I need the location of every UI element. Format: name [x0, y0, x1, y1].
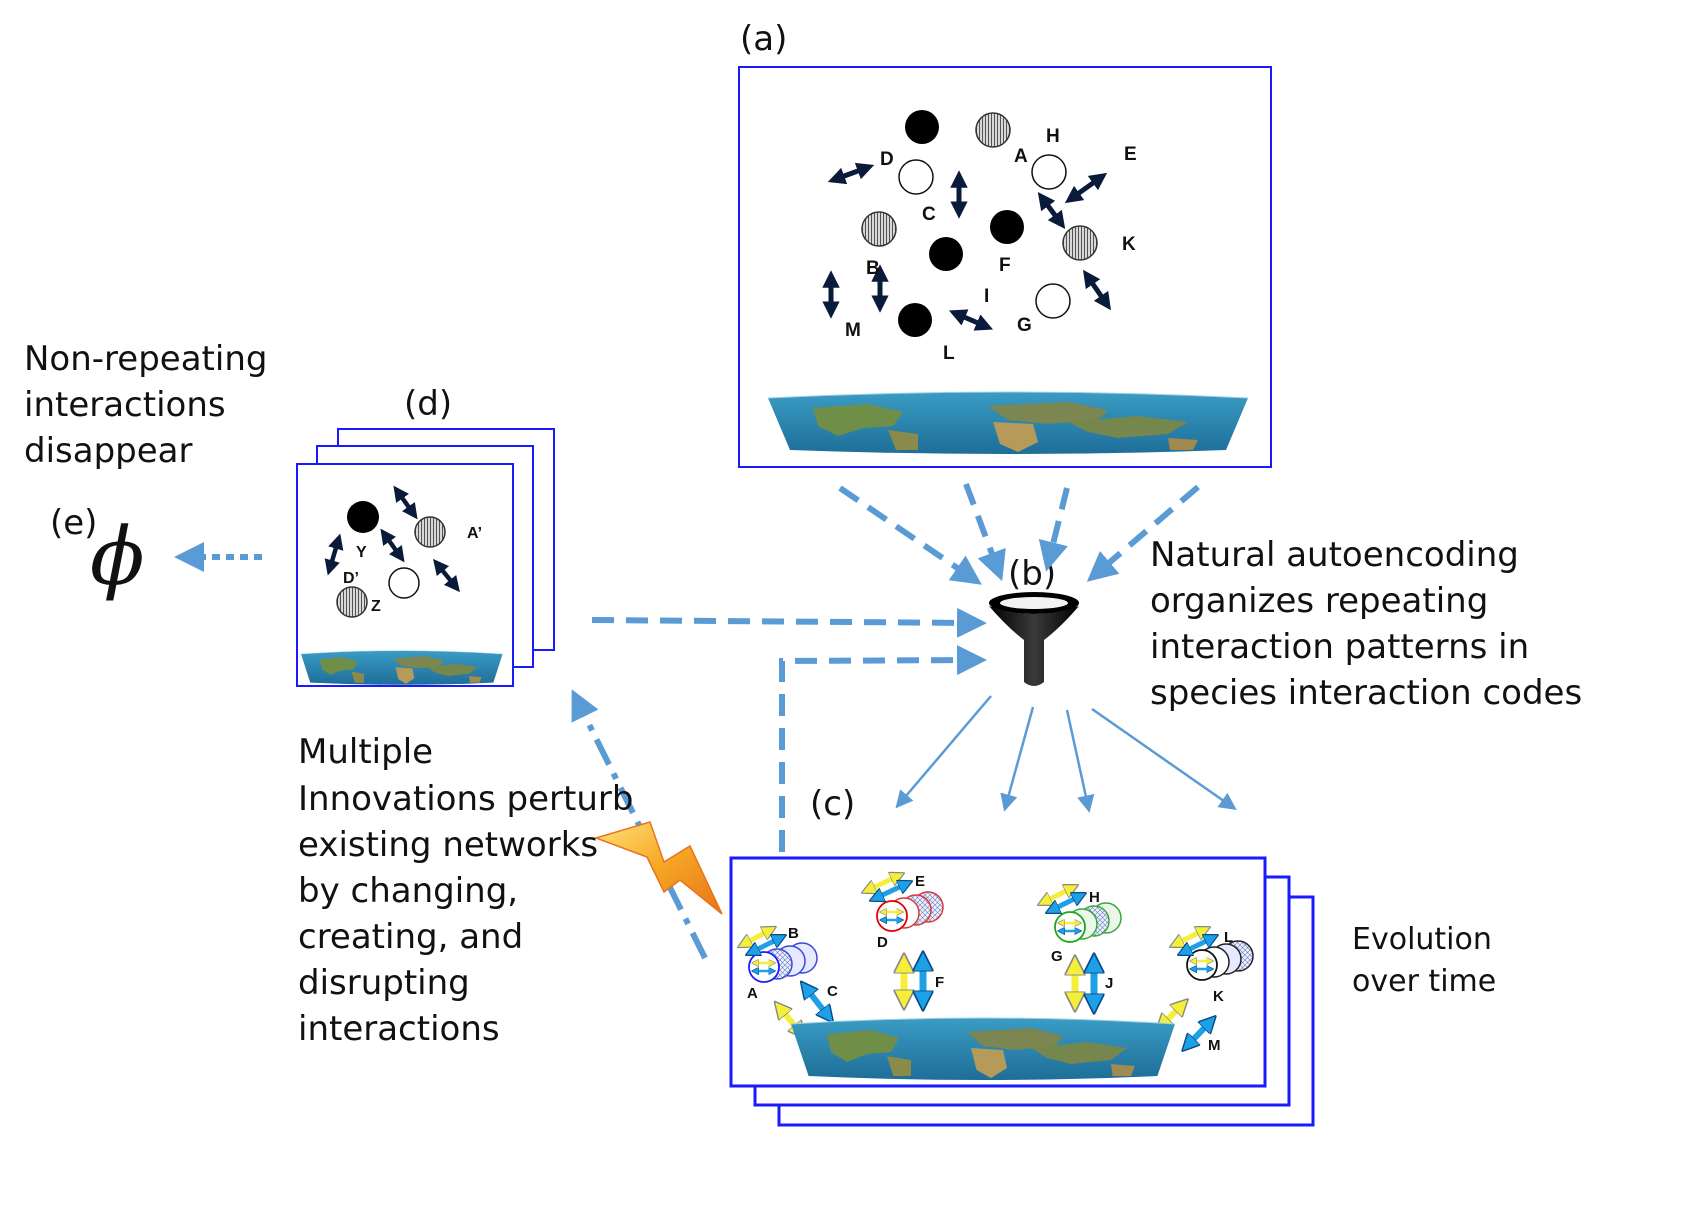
panel-c-species-labels: B E H L D G A C F J K M [747, 873, 1233, 1054]
svg-text:A: A [1014, 146, 1028, 167]
svg-text:existing networks: existing networks [298, 825, 598, 865]
svg-text:D’: D’ [343, 570, 359, 587]
svg-text:M: M [1208, 1037, 1221, 1054]
panel-d-nodes [336, 501, 446, 618]
panel-b-label: (b) [1008, 554, 1056, 594]
svg-text:A: A [747, 985, 758, 1002]
svg-text:creating, and: creating, and [298, 917, 523, 957]
svg-text:M: M [845, 320, 861, 341]
svg-text:by changing,: by changing, [298, 871, 518, 911]
svg-text:G: G [1051, 948, 1063, 965]
code-group-g [1054, 902, 1122, 943]
world-map-icon [767, 391, 1249, 455]
panel-a-interaction-arrows [822, 162, 1111, 331]
panel-c-label: (c) [810, 784, 855, 824]
svg-text:L: L [1224, 929, 1233, 946]
svg-text:E: E [915, 873, 925, 890]
node-white [1035, 283, 1071, 319]
svg-text:interaction patterns in: interaction patterns in [1150, 627, 1529, 667]
svg-text:B: B [788, 925, 799, 942]
panel-a-species-labels: D A H E C K B F I G M L [845, 126, 1137, 364]
panel-d-species-labels: A’ Y D’ Z [343, 525, 482, 615]
world-map-icon [300, 650, 503, 686]
svg-text:disrupting: disrupting [298, 963, 470, 1003]
node-black [990, 210, 1024, 244]
evolution-caption: Evolution over time [1352, 922, 1496, 999]
svg-text:interactions: interactions [298, 1009, 500, 1049]
svg-text:D: D [880, 149, 894, 170]
svg-text:Innovations perturb: Innovations perturb [298, 779, 633, 819]
svg-text:Y: Y [356, 544, 367, 561]
node-white [898, 159, 934, 195]
panel-d-interaction-arrows [324, 485, 460, 593]
svg-text:H: H [1046, 126, 1060, 147]
svg-text:organizes repeating: organizes repeating [1150, 581, 1488, 621]
svg-text:K: K [1213, 988, 1224, 1005]
svg-text:B: B [866, 258, 880, 279]
svg-text:D: D [877, 934, 888, 951]
decoding-output-arrows [895, 695, 1237, 813]
svg-text:H: H [1089, 889, 1100, 906]
svg-text:Natural autoencoding: Natural autoencoding [1150, 535, 1519, 575]
code-group-d [876, 891, 944, 932]
svg-text:F: F [999, 255, 1011, 276]
world-map-icon [790, 1017, 1176, 1081]
svg-text:disappear: disappear [24, 431, 192, 471]
svg-text:over time: over time [1352, 964, 1496, 999]
svg-text:E: E [1124, 144, 1137, 165]
panel-d-stack [296, 428, 555, 687]
svg-text:J: J [1105, 975, 1113, 992]
innovations-caption: Multiple Innovations perturb existing ne… [298, 732, 633, 1049]
svg-text:A’: A’ [467, 525, 482, 542]
node-black [905, 110, 939, 144]
nonrepeating-caption: Non-repeating interactions disappear [24, 339, 267, 471]
svg-text:I: I [984, 286, 989, 307]
svg-text:species interaction codes: species interaction codes [1150, 673, 1582, 713]
panel-a-label: (a) [740, 19, 787, 59]
panel-a-nodes [861, 110, 1098, 337]
encoding-input-arrows [591, 482, 1200, 852]
lightning-bolt-icon [593, 821, 723, 915]
svg-text:Non-repeating: Non-repeating [24, 339, 267, 379]
node-hatched [1062, 225, 1098, 261]
node-hatched [975, 112, 1011, 148]
node-white [1031, 154, 1067, 190]
perturb-arrow [571, 689, 708, 960]
svg-text:interactions: interactions [24, 385, 226, 425]
svg-text:G: G [1017, 315, 1032, 336]
svg-text:K: K [1122, 234, 1136, 255]
svg-text:C: C [922, 204, 936, 225]
svg-text:Z: Z [371, 598, 381, 615]
autoencoding-caption: Natural autoencoding organizes repeating… [1150, 535, 1582, 713]
node-black [898, 303, 932, 337]
panel-e-label: (e) [50, 503, 97, 543]
svg-text:Evolution: Evolution [1352, 922, 1492, 957]
node-black [929, 237, 963, 271]
phi-symbol: ϕ [90, 510, 145, 603]
panel-c-stack [729, 856, 1315, 1127]
svg-text:Multiple: Multiple [298, 732, 433, 772]
funnel-icon [989, 592, 1079, 686]
svg-text:C: C [827, 983, 838, 1000]
svg-text:L: L [943, 343, 955, 364]
panel-d-label: (d) [404, 384, 452, 424]
node-hatched [861, 211, 897, 247]
svg-text:F: F [935, 974, 944, 991]
